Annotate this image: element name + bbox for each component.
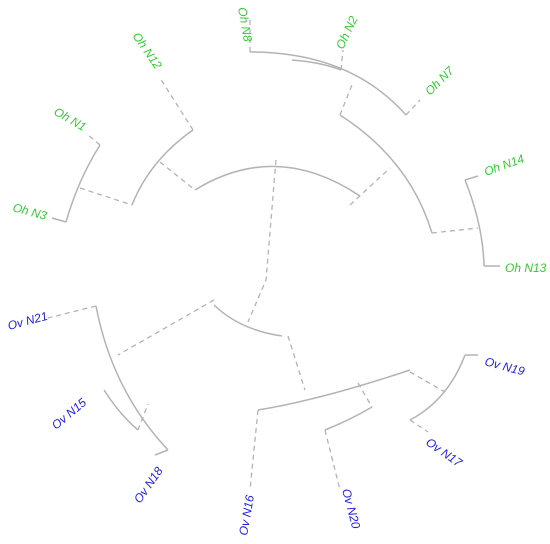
tip-label-ov-n17: Ov N17: [423, 435, 465, 471]
tip-label-oh-n14: Oh N14: [482, 151, 526, 178]
root-stem-upper: [247, 159, 277, 323]
oh-n12-stem: [159, 77, 194, 131]
oh-stem-left: [159, 161, 196, 191]
oh-n14-tip: [464, 175, 479, 181]
tip-label-ov-n16: Ov N16: [236, 494, 257, 537]
ov-n17n19-arc: [409, 354, 466, 421]
tip-label-ov-n18: Ov N18: [131, 464, 166, 506]
ov-clade-arc: [213, 304, 283, 337]
oh-n1n3-stem: [79, 187, 133, 206]
oh-stem-right: [349, 167, 391, 206]
oh-n2-arc: [291, 59, 342, 71]
ov-n18-tip: [154, 449, 169, 456]
tip-label-oh-n3: Oh N3: [11, 200, 48, 223]
oh-right-arc: [339, 114, 433, 234]
ov-n15-arc: [103, 389, 139, 431]
ov-stem-left: [117, 299, 215, 356]
oh-left-arc: [131, 129, 194, 206]
oh-n14n13-stem: [431, 227, 479, 234]
oh-n3-tip: [51, 217, 67, 223]
ov-n20-arc: [324, 406, 373, 431]
oh-n2-stem: [340, 49, 344, 71]
ov-left-arc: [95, 305, 169, 451]
oh-n1-stem: [87, 134, 101, 146]
oh-n1n3-arc: [65, 144, 101, 223]
tip-label-ov-n15: Ov N15: [49, 395, 89, 432]
ov-right-arc: [257, 369, 411, 411]
ov-n21-stem: [47, 305, 97, 319]
oh-n7-stem: [339, 84, 353, 116]
tip-label-oh-n12: Oh N12: [130, 30, 165, 72]
oh-n14n13-arc: [464, 179, 485, 267]
ov-n15-stem: [137, 403, 149, 431]
oh-clade-arc: [194, 165, 361, 197]
tip-label-ov-n20: Ov N20: [339, 487, 363, 530]
oh-n7-leaf: [405, 99, 421, 116]
tip-label-oh-n2: Oh N2: [333, 14, 360, 52]
tip-label-oh-n1: Oh N1: [52, 104, 89, 133]
ov-n17-stem: [409, 419, 429, 433]
tip-label-ov-n19: Ov N19: [483, 354, 526, 378]
tip-label-oh-n8: Oh N8: [235, 6, 255, 43]
tip-label-oh-n13: Oh N13: [505, 261, 547, 275]
ov-n20-stem: [324, 429, 341, 491]
oh-n8n2-arc: [249, 51, 407, 116]
ov-stem-right: [287, 335, 306, 391]
tip-label-oh-n7: Oh N7: [422, 63, 457, 98]
ov-n16-stem: [249, 409, 259, 491]
ov-n17n19-link: [409, 371, 446, 393]
tip-label-ov-n21: Ov N21: [6, 309, 49, 333]
ov-n20-link: [357, 382, 373, 408]
